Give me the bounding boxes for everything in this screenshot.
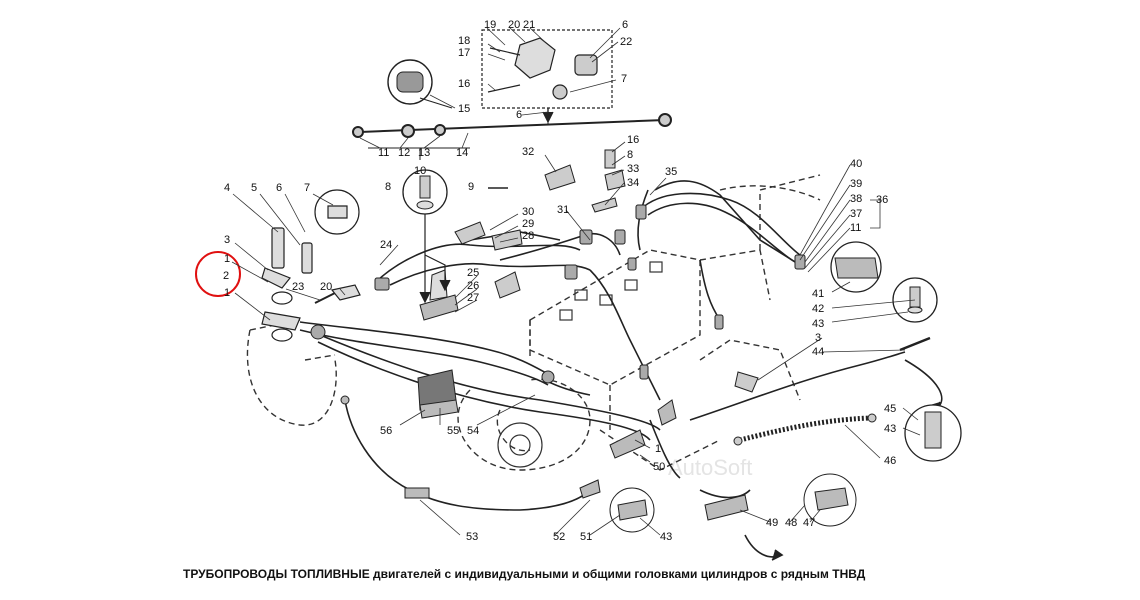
right-fuel-pipes bbox=[637, 180, 801, 321]
banjo-fitting-circle bbox=[387, 59, 453, 109]
callout-label: 53 bbox=[466, 531, 478, 543]
callout-label: 45 bbox=[884, 403, 896, 415]
callout-label: 27 bbox=[467, 292, 479, 304]
callout-label: 56 bbox=[380, 425, 392, 437]
callout-label: 48 bbox=[785, 517, 797, 529]
callout-label: 7 bbox=[621, 73, 627, 85]
right-fittings bbox=[635, 204, 806, 330]
highlight-circle bbox=[195, 251, 241, 297]
callout-label: 17 bbox=[458, 47, 470, 59]
callout-label: 6 bbox=[276, 182, 282, 194]
callout-label: 52 bbox=[553, 531, 565, 543]
callout-label: 49 bbox=[766, 517, 778, 529]
callout-label: 8 bbox=[385, 181, 391, 193]
callout-label: 6 bbox=[516, 109, 522, 121]
callout-label: 38 bbox=[850, 193, 862, 205]
callout-label: 43 bbox=[884, 423, 896, 435]
callout-label: 35 bbox=[665, 166, 677, 178]
detail-circle-41 bbox=[830, 241, 882, 293]
callout-label: 1 bbox=[655, 443, 661, 455]
callout-label: 13 bbox=[418, 147, 430, 159]
callout-label: 15 bbox=[458, 103, 470, 115]
callout-label: 41 bbox=[812, 288, 824, 300]
callout-label: 36 bbox=[876, 194, 888, 206]
left-fittings bbox=[261, 189, 361, 342]
hose-46 bbox=[733, 413, 877, 446]
callout-label: 42 bbox=[812, 303, 824, 315]
top-fuel-pipe bbox=[352, 113, 672, 138]
top-assembly-box bbox=[481, 29, 613, 118]
bolt-8-circle bbox=[402, 169, 508, 215]
callout-numbers: 19 20 21 6 22 18 17 16 7 15 6 11 12 13 1… bbox=[223, 19, 896, 543]
main-fuel-pipes bbox=[299, 231, 661, 441]
callout-label: 29 bbox=[522, 218, 534, 230]
callout-label: 28 bbox=[522, 230, 534, 242]
callout-label: 6 bbox=[622, 19, 628, 31]
callout-label: 14 bbox=[456, 147, 468, 159]
pipe-10-bracket bbox=[368, 147, 470, 160]
callout-label: 12 bbox=[398, 147, 410, 159]
callout-label: 1 bbox=[224, 253, 230, 265]
callout-label: 8 bbox=[627, 149, 633, 161]
callout-label: 39 bbox=[850, 178, 862, 190]
callout-label: 37 bbox=[850, 208, 862, 220]
callout-label: 16 bbox=[627, 134, 639, 146]
callout-label: 11 bbox=[378, 147, 389, 159]
callout-label: 3 bbox=[224, 234, 230, 246]
fitting-3-right bbox=[734, 371, 759, 393]
callout-label: 23 bbox=[292, 281, 304, 293]
callout-label-highlighted: 2 bbox=[223, 270, 229, 282]
watermark: AutoSoft bbox=[668, 455, 752, 480]
callout-label: 24 bbox=[380, 239, 392, 251]
callout-label: 4 bbox=[224, 182, 230, 194]
callout-label: 7 bbox=[304, 182, 310, 194]
callout-label: 10 bbox=[414, 165, 426, 177]
diagram-caption: ТРУБОПРОВОДЫ ТОПЛИВНЫЕ двигателей с инди… bbox=[183, 567, 866, 581]
small-clamps bbox=[454, 149, 626, 299]
bottom-pipes bbox=[344, 399, 784, 561]
callout-label: 47 bbox=[803, 517, 815, 529]
detail-circle-45 bbox=[904, 404, 962, 462]
callout-label: 11 bbox=[850, 222, 861, 234]
callout-label: 26 bbox=[467, 280, 479, 292]
callout-label: 43 bbox=[660, 531, 672, 543]
callout-label: 40 bbox=[850, 158, 862, 170]
callout-label: 20 bbox=[320, 281, 332, 293]
callout-label: 34 bbox=[627, 177, 639, 189]
callout-label: 3 bbox=[815, 332, 821, 344]
leader-lines bbox=[231, 27, 921, 536]
flow-arrows bbox=[419, 108, 554, 304]
bottom-fittings bbox=[340, 369, 857, 533]
callout-label: 54 bbox=[467, 425, 479, 437]
callout-label: 5 bbox=[251, 182, 257, 194]
callout-label: 50 bbox=[653, 461, 665, 473]
pipe-fittings bbox=[310, 229, 649, 384]
callout-label: 9 bbox=[468, 181, 474, 193]
pipe-clamp-25-27 bbox=[419, 269, 459, 321]
callout-label: 20 bbox=[508, 19, 520, 31]
callout-label: 43 bbox=[812, 318, 824, 330]
callout-label: 33 bbox=[627, 163, 639, 175]
callout-label: 51 bbox=[580, 531, 592, 543]
callout-label: 30 bbox=[522, 206, 534, 218]
callout-label: 16 bbox=[458, 78, 470, 90]
callout-label: 55 bbox=[447, 425, 459, 437]
callout-label: 22 bbox=[620, 36, 632, 48]
callout-label: 31 bbox=[557, 204, 569, 216]
callout-label: 25 bbox=[467, 267, 479, 279]
callout-label: 1 bbox=[224, 287, 230, 299]
callout-label: 44 bbox=[812, 346, 824, 358]
callout-label: 18 bbox=[458, 35, 470, 47]
callout-label: 46 bbox=[884, 455, 896, 467]
callout-label: 32 bbox=[522, 146, 534, 158]
callout-label: 21 bbox=[523, 19, 535, 31]
callout-label: 19 bbox=[484, 19, 496, 31]
